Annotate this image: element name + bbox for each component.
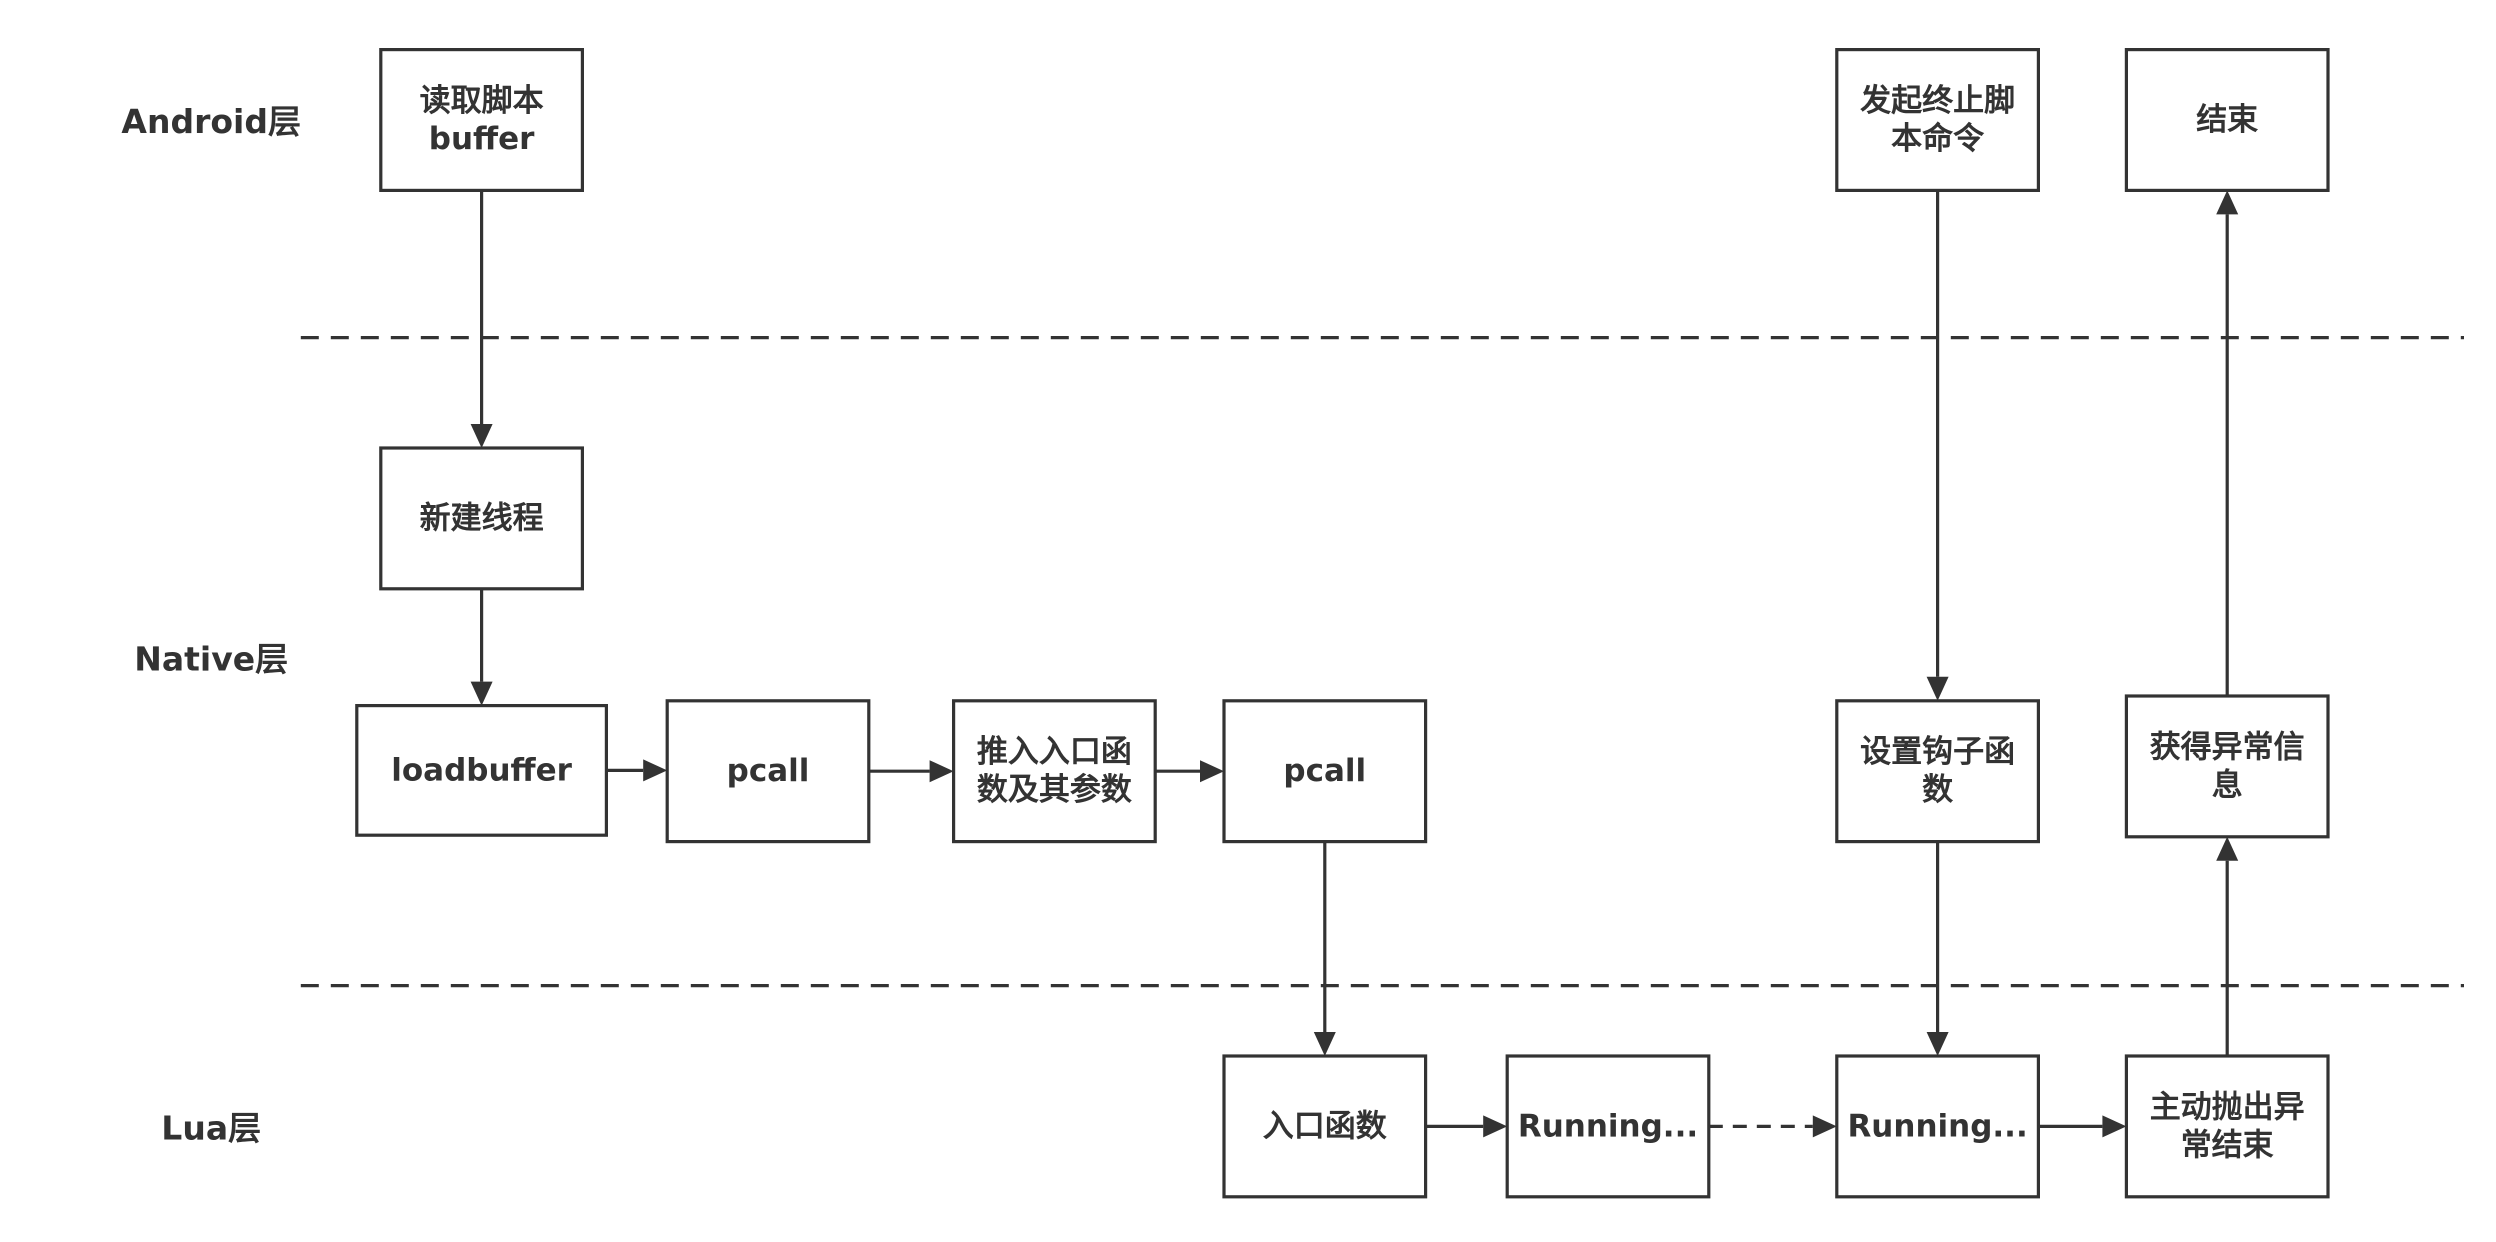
node-box (1835, 699, 2041, 844)
node-box (2124, 694, 2330, 839)
node-running-1: Running... (1505, 1054, 1711, 1199)
node-end: 结束 (2124, 47, 2330, 193)
arrowhead (1313, 1032, 1336, 1056)
node-label-line: 本命令 (1891, 121, 1985, 157)
node-label-line: 数及其参数 (977, 772, 1132, 808)
layer-label-android: Android层 (121, 102, 301, 141)
arrowhead (1812, 1115, 1837, 1138)
node-label-line: 推入入口函 (977, 734, 1132, 770)
node-box (2124, 1054, 2330, 1199)
edge-pcall-1-to-push-entry (868, 760, 954, 783)
node-label-line: Running... (1518, 1108, 1698, 1144)
edge-get-exception-to-end (2216, 190, 2239, 696)
node-running-2: Running... (1835, 1054, 2041, 1199)
arrowhead (2216, 190, 2239, 215)
node-label-line: 数 (1922, 772, 1953, 808)
arrowhead (929, 760, 954, 783)
node-label-line: 发起终止脚 (1859, 83, 2015, 119)
node-box (1835, 1054, 2041, 1199)
node-box (951, 699, 1157, 844)
edge-set-hook-to-running-2 (1926, 841, 1949, 1056)
node-box (379, 446, 584, 591)
node-label-line: buffer (429, 121, 535, 157)
arrowhead (643, 759, 668, 782)
edge-terminate-cmd-to-set-hook (1926, 190, 1949, 701)
node-box (379, 47, 584, 193)
node-box (1835, 47, 2041, 193)
node-box (1222, 699, 1428, 844)
node-box (1505, 1054, 1711, 1199)
node-label-line: pcall (1283, 753, 1366, 789)
node-label-line: loadbuffer (391, 752, 572, 788)
arrowhead (2216, 836, 2239, 861)
arrowhead (1926, 676, 1949, 701)
node-pcall-2: pcall (1222, 699, 1428, 844)
node-label-line: pcall (727, 753, 810, 789)
arrowhead (1926, 1032, 1949, 1056)
node-box (665, 699, 871, 844)
node-label-line: 主动抛出异 (2150, 1089, 2305, 1125)
layer-separators (300, 336, 2464, 988)
node-label-line: 结束 (2196, 102, 2258, 138)
layer-label-native: Native层 (134, 640, 288, 679)
edge-push-entry-to-pcall-2 (1155, 760, 1224, 783)
arrowhead (470, 681, 493, 706)
diagram-edges (470, 190, 2239, 1138)
node-loadbuffer: loadbuffer (355, 703, 608, 837)
arrowhead (1200, 760, 1224, 783)
node-box (2124, 47, 2330, 193)
node-entry-func: 入口函数 (1222, 1054, 1428, 1199)
layer-labels: Android层 Native层 Lua层 (121, 102, 301, 1147)
node-label-line: 获得异常信 (2150, 729, 2305, 765)
node-label-line: 入口函数 (1263, 1108, 1387, 1144)
edge-new-thread-to-loadbuffer (470, 588, 493, 706)
node-new-thread: 新建线程 (379, 446, 584, 591)
edge-running-2-to-throw-exception (2038, 1115, 2127, 1138)
node-label-line: 设置钩子函 (1860, 734, 2015, 770)
arrowhead (1483, 1115, 1508, 1138)
node-label-line: 新建线程 (420, 500, 544, 536)
edge-entry-func-to-running-1 (1425, 1115, 1508, 1138)
node-label-line: 息 (2212, 767, 2243, 803)
layer-label-lua: Lua层 (161, 1109, 261, 1148)
node-box (1222, 1054, 1428, 1199)
arrowhead (2102, 1115, 2127, 1138)
node-box (355, 703, 608, 837)
edge-running-1-to-running-2 (1708, 1115, 1837, 1138)
edge-throw-exception-to-get-exception (2216, 836, 2239, 1056)
node-pcall-1: pcall (665, 699, 871, 844)
edge-loadbuffer-to-pcall-1 (606, 759, 668, 782)
edge-read-buffer-to-new-thread (470, 190, 493, 448)
node-label-line: 读取脚本 (420, 83, 544, 119)
arrowhead (470, 424, 493, 448)
node-label-line: 常结束 (2181, 1127, 2274, 1163)
edge-pcall-2-to-entry-func (1313, 841, 1336, 1056)
node-label-line: Running... (1847, 1108, 2027, 1144)
